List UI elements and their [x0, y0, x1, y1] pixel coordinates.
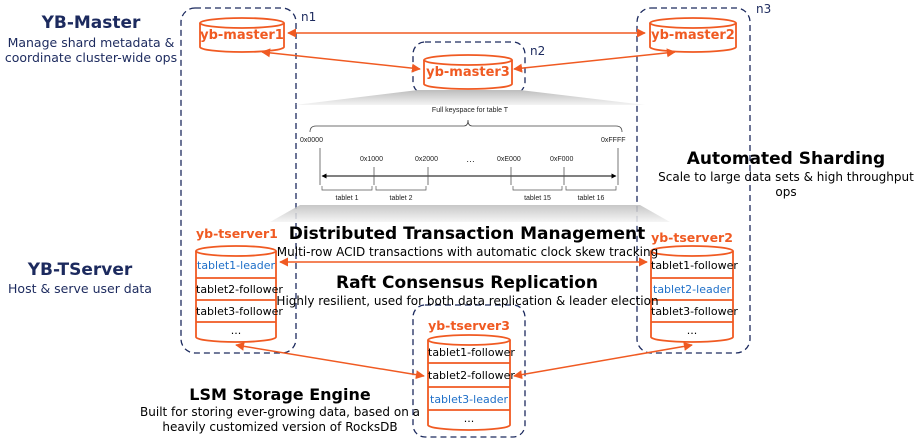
tserver1-cell-3: tablet3-follower: [196, 305, 283, 318]
tserver3-label: yb-tserver3: [428, 318, 510, 333]
yb-master-title: YB-Master: [41, 13, 141, 33]
tserver1-cell-2: tablet2-follower: [196, 283, 283, 296]
keyspace-tick-label-f000: 0xF000: [550, 156, 574, 163]
tablet-label-15: tablet 15: [524, 195, 551, 202]
yb-tserver-desc: Host & serve user data: [8, 281, 152, 296]
keyspace-title: Full keyspace for table T: [431, 107, 509, 114]
master-cylinder-2: [649, 17, 737, 53]
tserver2-cell-2: tablet2-leader: [653, 283, 731, 296]
keyspace-end: 0xFFFF: [601, 137, 626, 144]
tablet-label-2: tablet 2: [389, 195, 413, 202]
master-cylinder-1: [199, 17, 285, 53]
tserver2-cell-3: tablet3-follower: [651, 305, 738, 318]
lsm-desc-2: heavily customized version of RocksDB: [162, 420, 398, 434]
tablet16-bracket: [565, 186, 617, 191]
tablet15-bracket: [512, 186, 563, 191]
automated-sharding-title: Automated Sharding: [686, 149, 886, 169]
master-cylinder-3: [423, 54, 513, 90]
master-label-1: yb-master1: [200, 28, 284, 43]
node-n3-box: [636, 7, 751, 354]
tserver3-cell-4: ...: [463, 412, 475, 425]
raft-title: Raft Consensus Replication: [336, 273, 598, 293]
tserver3-cylinder: [427, 334, 511, 431]
transaction-desc: Multi-row ACID transactions with automat…: [276, 245, 659, 259]
keyspace-funnel-top: [295, 90, 645, 105]
tablet2-bracket: [375, 186, 427, 191]
lsm-title: LSM Storage Engine: [189, 385, 371, 404]
tablet-label-1: tablet 1: [335, 195, 359, 202]
master-label-3: yb-master3: [426, 65, 510, 80]
automated-sharding-desc: Scale to large data sets & high throughp…: [658, 170, 914, 199]
master-label-2: yb-master2: [651, 28, 735, 43]
yb-tserver-title: YB-TServer: [27, 260, 133, 280]
arrow-tserver1-tserver3: [235, 341, 425, 380]
tserver1-cell-1: tablet1-leader: [197, 259, 275, 272]
tserver3-cell-3: tablet3-leader: [430, 393, 508, 406]
keyspace-tick-label-1000: 0x1000: [360, 156, 383, 163]
tserver2-label: yb-tserver2: [651, 230, 733, 245]
tablet1-bracket: [321, 186, 373, 191]
keyspace-tick-label-e000: 0xE000: [497, 156, 521, 163]
tserver1-cell-4: ...: [230, 324, 242, 337]
lsm-desc-1: Built for storing ever-growing data, bas…: [140, 405, 420, 419]
arrow-master1-master3: [261, 48, 421, 73]
yb-master-desc-2: coordinate cluster-wide ops: [4, 50, 178, 65]
tserver3-cell-2: tablet2-follower: [428, 369, 515, 382]
raft-desc: Highly resilient, used for both data rep…: [276, 294, 659, 308]
yb-master-desc-1: Manage shard metadata &: [7, 35, 175, 50]
arrow-tserver3-tserver2: [513, 341, 693, 380]
tserver2-cell-4: ...: [686, 324, 698, 337]
transaction-title: Distributed Transaction Management: [288, 224, 646, 244]
keyspace-ellipsis: …: [466, 154, 475, 164]
node-n3-label: n3: [756, 2, 772, 16]
tserver1-label: yb-tserver1: [196, 226, 278, 241]
arrow-master3-master2: [513, 48, 676, 73]
tablet-label-16: tablet 16: [577, 195, 605, 202]
node-n1-label: n1: [301, 10, 317, 24]
keyspace-tick-label-2000: 0x2000: [415, 156, 438, 163]
keyspace-funnel-bottom: [270, 205, 670, 222]
node-n2-label: n2: [530, 44, 546, 58]
tserver2-cell-1: tablet1-follower: [651, 259, 738, 272]
keyspace-brace: [309, 119, 623, 133]
tserver3-cell-1: tablet1-follower: [428, 346, 515, 359]
keyspace-start: 0x0000: [300, 137, 323, 144]
